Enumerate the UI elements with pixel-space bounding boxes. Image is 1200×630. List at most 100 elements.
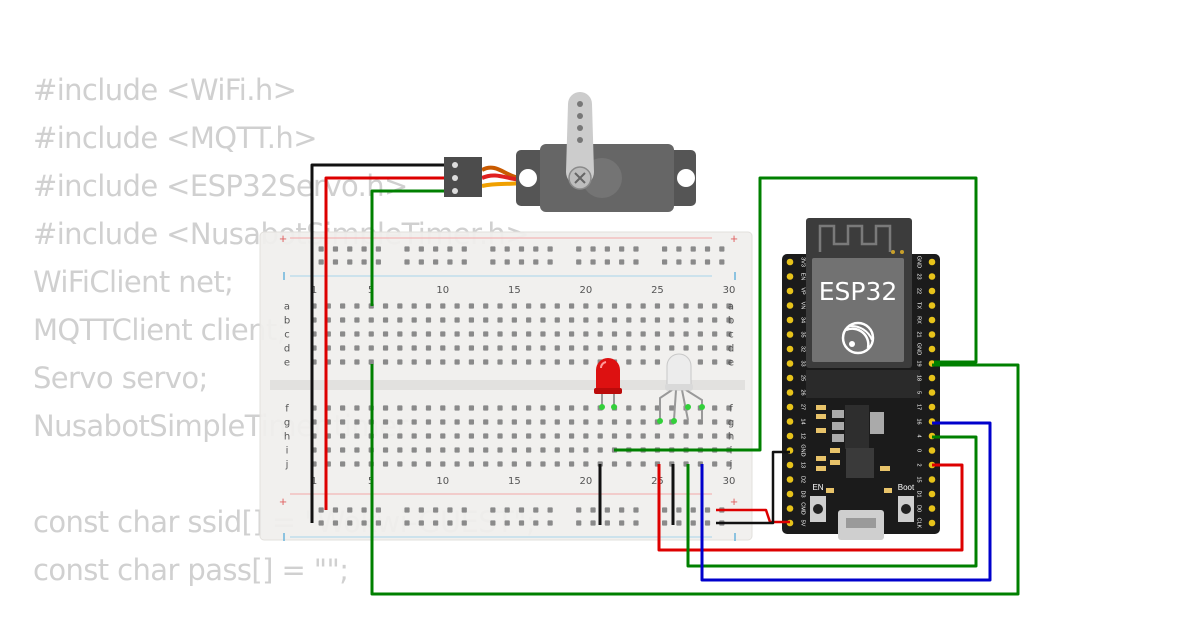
breadboard-hole[interactable] — [540, 405, 546, 411]
breadboard-hole[interactable] — [340, 331, 346, 337]
breadboard-hole[interactable] — [712, 317, 718, 323]
breadboard-hole[interactable] — [568, 345, 575, 351]
breadboard-hole[interactable] — [518, 507, 525, 513]
breadboard-hole[interactable] — [626, 419, 632, 425]
esp32-right-pin[interactable] — [928, 258, 936, 266]
breadboard-hole[interactable] — [726, 345, 732, 351]
esp32-left-pin[interactable] — [786, 490, 794, 498]
breadboard-hole[interactable] — [590, 246, 596, 252]
breadboard-hole[interactable] — [340, 345, 346, 351]
breadboard-hole[interactable] — [726, 317, 732, 323]
breadboard-hole[interactable] — [397, 359, 403, 365]
breadboard-hole[interactable] — [640, 317, 646, 323]
breadboard-hole[interactable] — [468, 331, 475, 337]
breadboard-hole[interactable] — [497, 461, 503, 467]
breadboard-hole[interactable] — [597, 419, 603, 425]
esp32-left-pin[interactable] — [786, 316, 794, 324]
breadboard-hole[interactable] — [382, 317, 389, 323]
breadboard-hole[interactable] — [454, 331, 460, 337]
breadboard-hole[interactable] — [611, 433, 618, 439]
breadboard-hole[interactable] — [604, 507, 610, 513]
breadboard-hole[interactable] — [382, 359, 389, 365]
breadboard-hole[interactable] — [604, 246, 610, 252]
breadboard-hole[interactable] — [697, 303, 703, 309]
breadboard-hole[interactable] — [640, 345, 646, 351]
breadboard-hole[interactable] — [497, 303, 503, 309]
breadboard-hole[interactable] — [726, 461, 732, 467]
breadboard-hole[interactable] — [425, 433, 432, 439]
breadboard-hole[interactable] — [526, 359, 532, 365]
breadboard-hole[interactable] — [626, 359, 632, 365]
breadboard-hole[interactable] — [361, 507, 367, 513]
breadboard-hole[interactable] — [425, 405, 432, 411]
breadboard-hole[interactable] — [483, 303, 489, 309]
breadboard-hole[interactable] — [354, 317, 360, 323]
breadboard-hole[interactable] — [526, 303, 532, 309]
breadboard-hole[interactable] — [554, 447, 560, 453]
breadboard-hole[interactable] — [690, 246, 696, 252]
breadboard-hole[interactable] — [397, 317, 403, 323]
esp32-left-pin[interactable] — [786, 345, 794, 353]
breadboard-hole[interactable] — [404, 259, 410, 265]
breadboard-hole[interactable] — [354, 447, 360, 453]
breadboard-hole[interactable] — [554, 317, 560, 323]
breadboard-hole[interactable] — [676, 259, 682, 265]
breadboard-hole[interactable] — [340, 359, 346, 365]
breadboard-hole[interactable] — [497, 405, 503, 411]
breadboard-hole[interactable] — [640, 461, 646, 467]
breadboard-hole[interactable] — [397, 345, 403, 351]
breadboard-hole[interactable] — [511, 345, 517, 351]
breadboard-hole[interactable] — [382, 331, 389, 337]
breadboard-hole[interactable] — [511, 433, 517, 439]
breadboard-hole[interactable] — [454, 303, 460, 309]
breadboard-hole[interactable] — [411, 303, 417, 309]
esp32-right-pin[interactable] — [928, 403, 936, 411]
breadboard-hole[interactable] — [340, 461, 346, 467]
breadboard-hole[interactable] — [654, 317, 661, 323]
breadboard-hole[interactable] — [669, 405, 675, 411]
breadboard-hole[interactable] — [547, 246, 553, 252]
breadboard-hole[interactable] — [669, 317, 675, 323]
breadboard-hole[interactable] — [626, 433, 632, 439]
breadboard-hole[interactable] — [533, 259, 539, 265]
breadboard-hole[interactable] — [361, 246, 367, 252]
breadboard-hole[interactable] — [654, 303, 661, 309]
breadboard-hole[interactable] — [518, 259, 525, 265]
breadboard-hole[interactable] — [418, 520, 424, 526]
breadboard-hole[interactable] — [540, 303, 546, 309]
breadboard-hole[interactable] — [368, 359, 374, 365]
breadboard-hole[interactable] — [382, 303, 389, 309]
breadboard-hole[interactable] — [597, 317, 603, 323]
breadboard-hole[interactable] — [583, 405, 589, 411]
breadboard-hole[interactable] — [669, 303, 675, 309]
breadboard-hole[interactable] — [590, 259, 596, 265]
breadboard-hole[interactable] — [318, 520, 324, 526]
breadboard-hole[interactable] — [454, 461, 460, 467]
breadboard-hole[interactable] — [511, 405, 517, 411]
breadboard-hole[interactable] — [676, 507, 682, 513]
breadboard-hole[interactable] — [712, 419, 718, 425]
breadboard-hole[interactable] — [447, 259, 453, 265]
breadboard-hole[interactable] — [397, 447, 403, 453]
breadboard-hole[interactable] — [497, 345, 503, 351]
breadboard-hole[interactable] — [640, 359, 646, 365]
breadboard-hole[interactable] — [654, 433, 661, 439]
breadboard-hole[interactable] — [511, 359, 517, 365]
breadboard-hole[interactable] — [404, 246, 410, 252]
breadboard-hole[interactable] — [554, 461, 560, 467]
esp32-left-pin[interactable] — [786, 403, 794, 411]
breadboard-hole[interactable] — [611, 419, 618, 425]
breadboard-hole[interactable] — [418, 259, 424, 265]
breadboard-hole[interactable] — [490, 507, 496, 513]
breadboard-hole[interactable] — [425, 359, 432, 365]
breadboard-hole[interactable] — [554, 405, 560, 411]
breadboard-hole[interactable] — [411, 331, 417, 337]
breadboard-hole[interactable] — [654, 345, 661, 351]
breadboard-hole[interactable] — [440, 433, 446, 439]
breadboard-hole[interactable] — [683, 303, 689, 309]
breadboard-hole[interactable] — [440, 303, 446, 309]
breadboard-hole[interactable] — [497, 419, 503, 425]
breadboard-hole[interactable] — [526, 461, 532, 467]
breadboard-hole[interactable] — [468, 303, 475, 309]
breadboard-hole[interactable] — [611, 303, 618, 309]
